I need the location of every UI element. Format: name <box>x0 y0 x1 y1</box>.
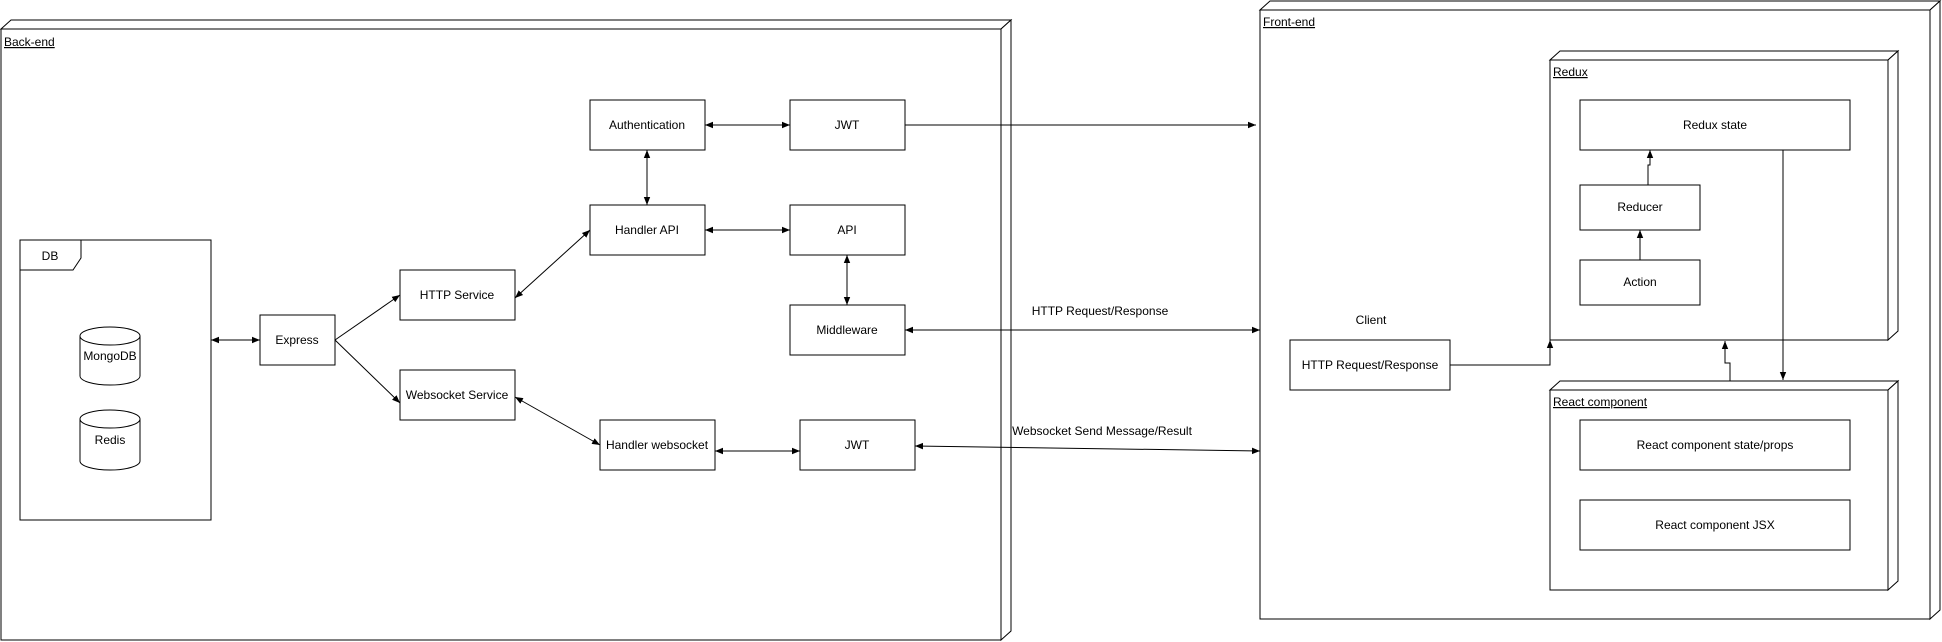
jwt-top-box[interactable]: JWT <box>789 99 906 151</box>
redis-cylinder[interactable]: Redis <box>79 409 141 471</box>
mongodb-cylinder[interactable]: MongoDB <box>79 326 141 386</box>
websocket-edge-label: Websocket Send Message/Result <box>1012 424 1193 438</box>
client-label: Client <box>1356 313 1387 327</box>
react-jsx-box[interactable]: React component JSX <box>1579 499 1851 551</box>
backend-title: Back-end <box>4 35 55 49</box>
handler-websocket-box[interactable]: Handler websocket <box>599 419 716 471</box>
api-label: API <box>837 223 856 237</box>
react-redux-edge <box>1721 341 1731 381</box>
authentication-box[interactable]: Authentication <box>589 99 706 151</box>
db-label: DB <box>42 249 59 263</box>
express-http-service-edge <box>334 294 401 341</box>
express-websocket-service-edge <box>334 339 401 404</box>
mongodb-label: MongoDB <box>83 349 136 363</box>
react-state-label: React component state/props <box>1637 438 1794 452</box>
handler-api-label: Handler API <box>615 223 679 237</box>
redux-state-box[interactable]: Redux state <box>1579 99 1851 151</box>
react-state-box[interactable]: React component state/props <box>1579 419 1851 471</box>
edges <box>211 121 1787 455</box>
redux-title: Redux <box>1553 65 1588 79</box>
react-jsx-label: React component JSX <box>1655 518 1774 532</box>
websocket-service-box[interactable]: Websocket Service <box>399 369 516 421</box>
action-label: Action <box>1623 275 1656 289</box>
redux-state-label: Redux state <box>1683 118 1747 132</box>
react-component-title: React component <box>1553 395 1648 409</box>
websocket-service-handler-websocket-edge <box>514 396 601 446</box>
client-http-box[interactable]: HTTP Request/Response <box>1289 339 1451 391</box>
express-box[interactable]: Express <box>259 314 336 366</box>
middleware-box[interactable]: Middleware <box>789 304 906 356</box>
middleware-label: Middleware <box>816 323 878 337</box>
http-edge-label: HTTP Request/Response <box>1032 304 1169 318</box>
websocket-frontend-edge <box>914 442 1261 455</box>
frontend-title: Front-end <box>1263 15 1315 29</box>
reducer-label: Reducer <box>1617 200 1662 214</box>
api-box[interactable]: API <box>789 204 906 256</box>
express-label: Express <box>275 333 318 347</box>
handler-api-box[interactable]: Handler API <box>589 204 706 256</box>
http-service-label: HTTP Service <box>420 288 495 302</box>
http-service-handler-api-edge <box>514 229 591 299</box>
jwt-bottom-label: JWT <box>845 438 870 452</box>
jwt-bottom-box[interactable]: JWT <box>799 419 916 471</box>
handler-websocket-label: Handler websocket <box>606 438 709 452</box>
reducer-box[interactable]: Reducer <box>1579 184 1701 231</box>
http-service-box[interactable]: HTTP Service <box>399 269 516 321</box>
jwt-top-label: JWT <box>835 118 860 132</box>
action-box[interactable]: Action <box>1579 259 1701 306</box>
reducer-redux-state-edge <box>1646 150 1654 185</box>
websocket-service-label: Websocket Service <box>406 388 509 402</box>
react-component-package: React component <box>1548 379 1900 592</box>
client-http-label: HTTP Request/Response <box>1302 358 1439 372</box>
client-redux-edge <box>1450 340 1554 366</box>
redis-label: Redis <box>95 433 126 447</box>
authentication-label: Authentication <box>609 118 685 132</box>
